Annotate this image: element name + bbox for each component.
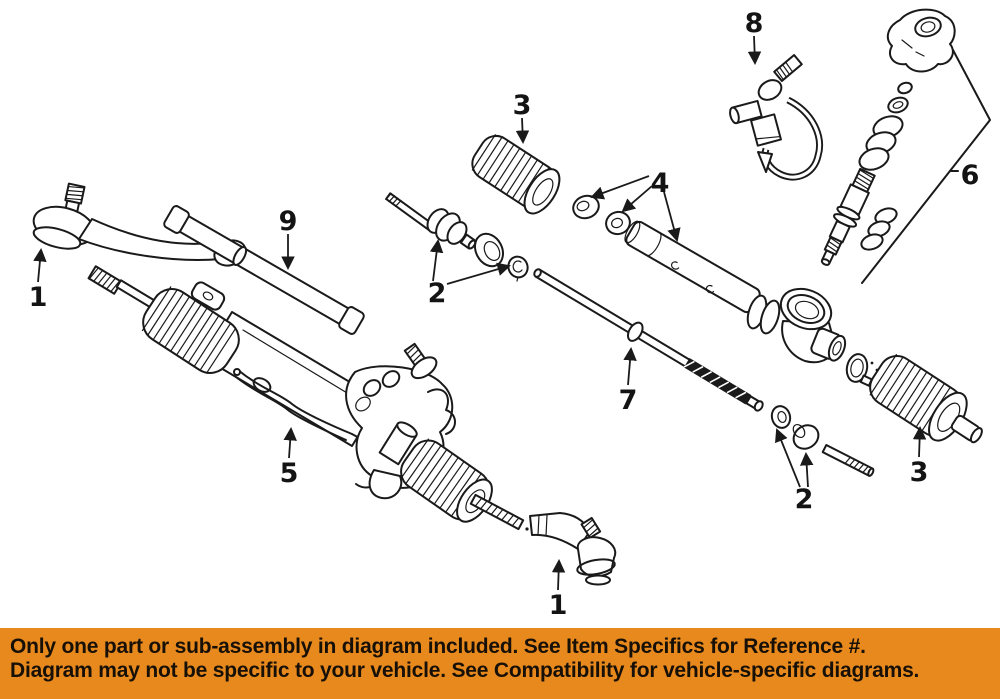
callout-5-label: 5 bbox=[280, 458, 299, 489]
callout-2-left: 2 bbox=[428, 238, 511, 309]
pinion-housing-junction bbox=[746, 287, 847, 364]
callout-9-label: 9 bbox=[279, 206, 298, 237]
callout-8: 8 bbox=[745, 8, 764, 66]
callout-1-upper-left-label: 1 bbox=[29, 282, 48, 313]
callout-3-right: 3 bbox=[910, 425, 929, 488]
callout-2-left-label: 2 bbox=[428, 278, 447, 309]
callout-7-label: 7 bbox=[619, 385, 638, 416]
main-rack-and-pinion-assembly bbox=[141, 281, 529, 531]
callout-4: 4 bbox=[590, 168, 681, 242]
callout-7: 7 bbox=[619, 346, 638, 416]
part-6-control-valve-subassembly bbox=[820, 8, 991, 284]
part-1-outer-tie-rod-end-lower bbox=[529, 512, 617, 586]
callout-5: 5 bbox=[280, 426, 299, 489]
callout-3-right-label: 3 bbox=[910, 457, 929, 488]
part-2-inner-tie-rod-right bbox=[770, 405, 875, 477]
part-4-grommets-and-housing-tube bbox=[572, 194, 761, 314]
callout-6-label: 6 bbox=[961, 160, 980, 191]
exploded-diagram-canvas: 1 9 3 2 4 5 6 7 8 3 2 bbox=[29, 8, 991, 621]
disclaimer-banner: Only one part or sub-assembly in diagram… bbox=[0, 628, 1000, 699]
disclaimer-line-1: Only one part or sub-assembly in diagram… bbox=[10, 635, 866, 658]
callout-8-label: 8 bbox=[745, 8, 764, 39]
callout-9: 9 bbox=[279, 206, 298, 271]
part-3-boot-right bbox=[869, 354, 983, 444]
callout-4-label: 4 bbox=[651, 168, 670, 199]
callout-3-upper: 3 bbox=[513, 90, 532, 145]
callout-2-right-label: 2 bbox=[795, 484, 814, 515]
callout-1-lower: 1 bbox=[549, 558, 568, 621]
callout-2-right: 2 bbox=[775, 428, 814, 515]
disclaimer-line-2: Diagram may not be specific to your vehi… bbox=[10, 659, 920, 682]
callout-6: 6 bbox=[961, 160, 980, 191]
part-3-boot-upper bbox=[471, 134, 561, 215]
part-8-valve-assembly bbox=[729, 54, 823, 181]
callout-1-upper-left: 1 bbox=[29, 247, 48, 313]
part-2-inner-tie-rod-left bbox=[385, 192, 529, 282]
part-9-long-tube bbox=[163, 205, 365, 335]
callout-1-lower-label: 1 bbox=[549, 590, 568, 621]
callout-3-upper-label: 3 bbox=[513, 90, 532, 121]
part-7-rack-shaft bbox=[533, 268, 764, 412]
